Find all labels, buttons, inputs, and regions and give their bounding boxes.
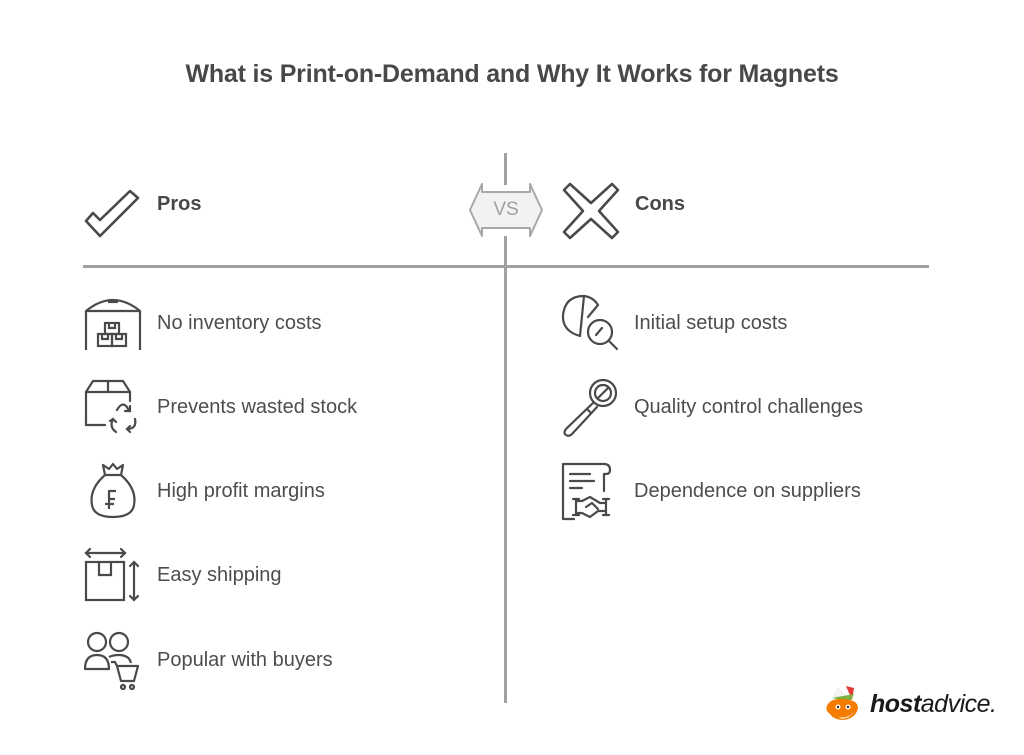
cons-item: Quality control challenges bbox=[560, 377, 863, 437]
pros-item-label: No inventory costs bbox=[157, 311, 322, 334]
brand-light: advice. bbox=[920, 689, 997, 718]
box-recycle-icon bbox=[83, 377, 143, 437]
pros-item: Popular with buyers bbox=[83, 630, 333, 690]
hostadvice-logo: hostadvice. bbox=[824, 684, 997, 724]
cons-item-label: Dependence on suppliers bbox=[634, 479, 861, 502]
money-bag-icon bbox=[83, 461, 143, 521]
pros-item: Easy shipping bbox=[83, 545, 282, 605]
pros-item: High profit margins bbox=[83, 461, 325, 521]
pros-item-label: Prevents wasted stock bbox=[157, 395, 358, 418]
horizontal-divider bbox=[83, 265, 929, 268]
warehouse-boxes-icon bbox=[83, 293, 143, 353]
x-mark-icon bbox=[562, 182, 620, 240]
cons-heading: Cons bbox=[635, 193, 685, 215]
package-dimensions-icon bbox=[83, 545, 143, 605]
pros-item-label: Easy shipping bbox=[157, 563, 282, 586]
cons-item: Initial setup costs bbox=[560, 293, 787, 353]
magnifier-block-icon bbox=[560, 377, 620, 437]
pros-item-label: High profit margins bbox=[157, 479, 325, 502]
page-title: What is Print-on-Demand and Why It Works… bbox=[185, 60, 839, 88]
pros-item: No inventory costs bbox=[83, 293, 322, 353]
pie-chart-magnifier-icon bbox=[560, 293, 620, 353]
vertical-divider-bottom bbox=[504, 236, 507, 703]
pros-item-label: Popular with buyers bbox=[157, 648, 333, 671]
checkmark-icon bbox=[82, 190, 142, 240]
vs-label: VS bbox=[493, 199, 519, 220]
vertical-divider-top bbox=[504, 153, 507, 185]
vs-badge: VS bbox=[468, 180, 544, 240]
brand-wordmark: hostadvice. bbox=[870, 690, 997, 719]
people-cart-icon bbox=[83, 630, 143, 690]
pros-heading: Pros bbox=[157, 193, 202, 215]
brand-bold: host bbox=[870, 689, 921, 718]
contract-handshake-icon bbox=[560, 461, 620, 521]
pros-item: Prevents wasted stock bbox=[83, 377, 357, 437]
fox-mascot-icon bbox=[826, 686, 858, 720]
cons-item: Dependence on suppliers bbox=[560, 461, 861, 521]
cons-item-label: Quality control challenges bbox=[634, 395, 864, 418]
cons-item-label: Initial setup costs bbox=[634, 311, 788, 334]
